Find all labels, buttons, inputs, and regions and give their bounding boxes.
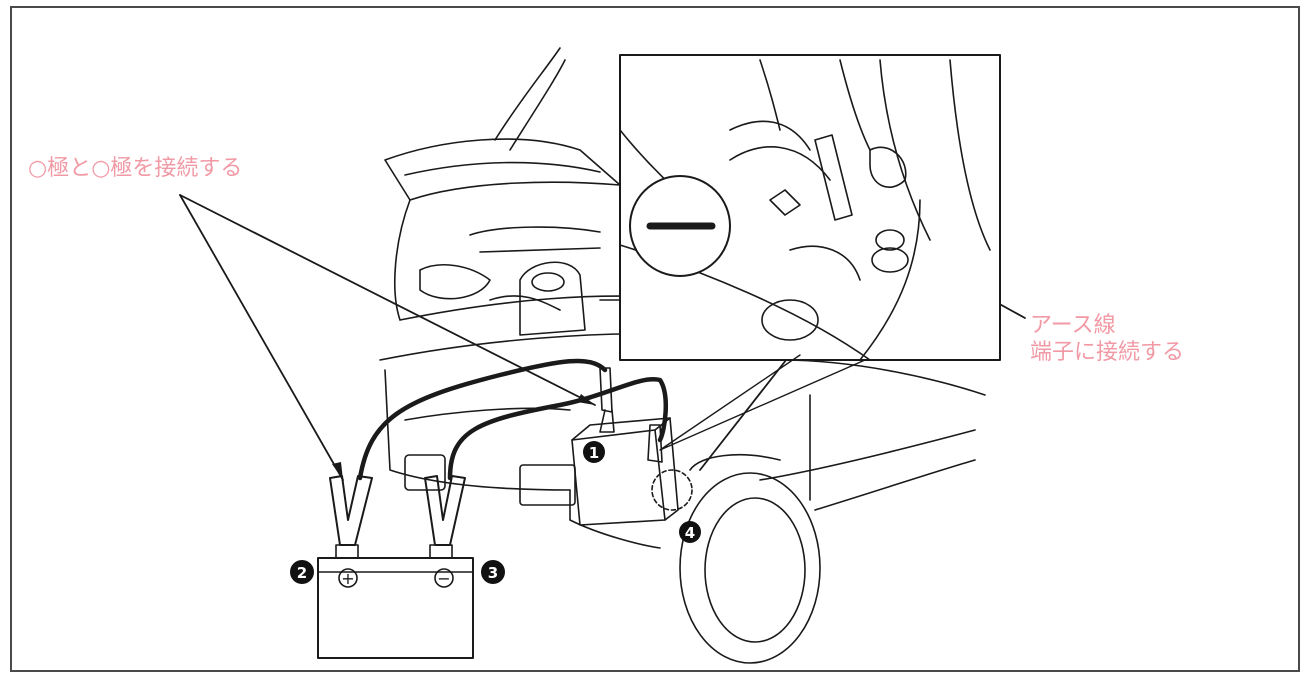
inset-leader: [659, 354, 866, 451]
label-ground-wire-line2: 端子に接続する: [1030, 340, 1185, 365]
minus-symbol: −: [437, 569, 450, 588]
label-connect-terminals: ○極と○極を接続する: [28, 156, 243, 181]
booster-battery: [317, 475, 474, 659]
marker-2: 2: [290, 560, 314, 584]
label-ground-wire-line1: アース線: [1030, 313, 1116, 338]
engine-clamps: [599, 367, 663, 463]
car-outline: [379, 47, 986, 664]
label-ground-wire: アース線 端子に接続する: [1030, 312, 1184, 366]
svg-text:1: 1: [589, 444, 599, 462]
svg-text:4: 4: [685, 524, 695, 542]
marker-1: 1: [583, 441, 605, 463]
diagram-frame: [10, 6, 1300, 672]
inset-detail: [619, 54, 1001, 361]
svg-text:3: 3: [488, 564, 498, 582]
svg-text:2: 2: [297, 564, 307, 582]
marker-3: 3: [481, 560, 505, 584]
marker-4: 4: [679, 521, 701, 543]
plus-symbol: +: [341, 569, 354, 588]
